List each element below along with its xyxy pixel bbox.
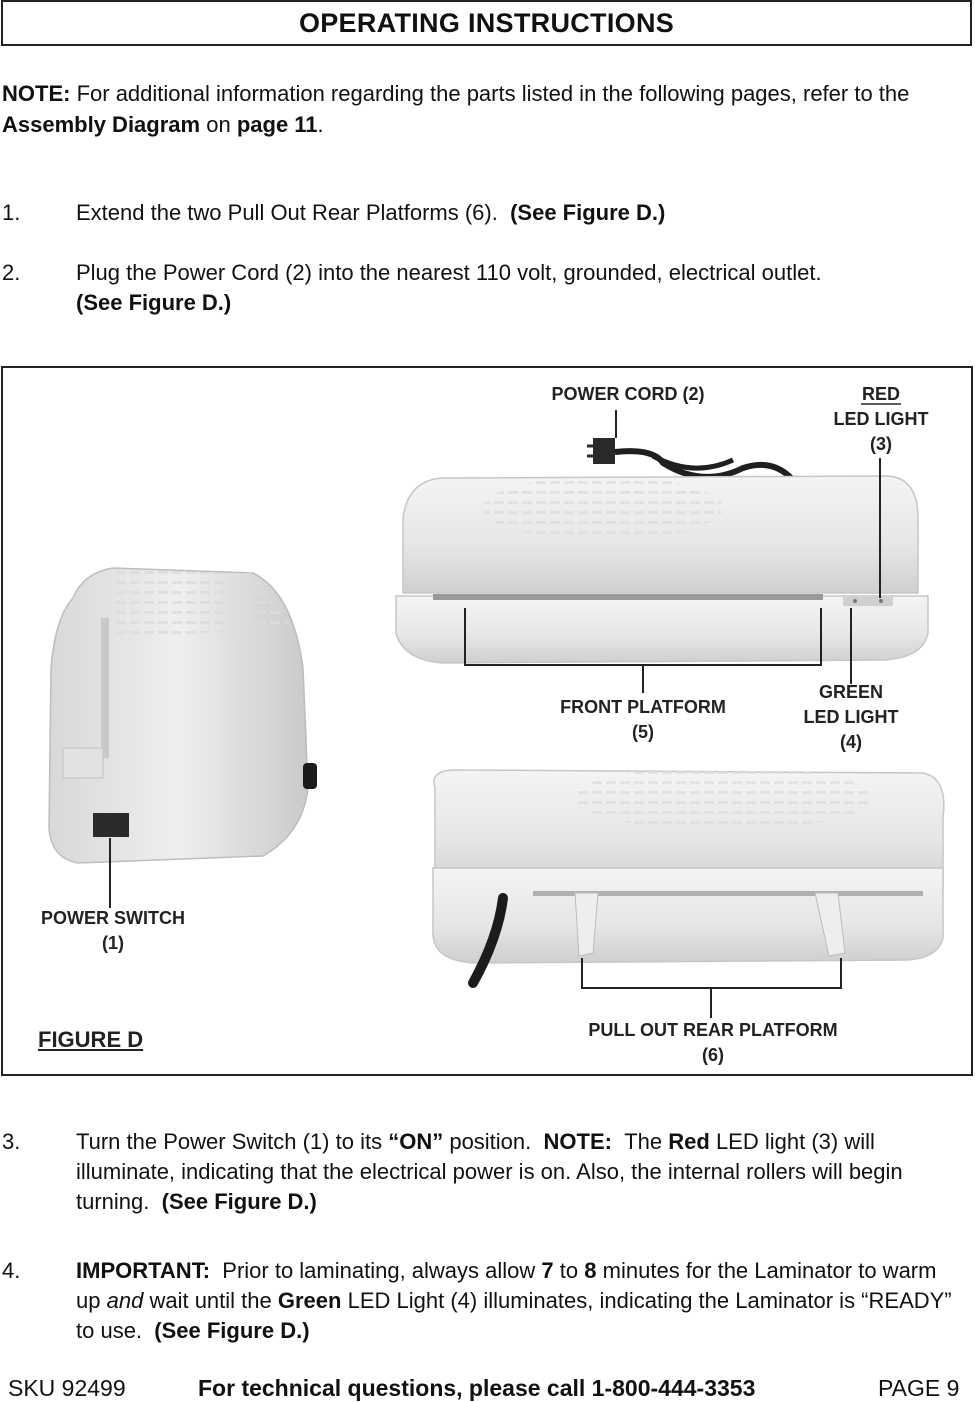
label-text: (1) (102, 933, 124, 953)
label-red-led: RED LED LIGHT (3) (821, 382, 941, 457)
note-bold-assembly: Assembly Diagram (2, 112, 201, 137)
step-body: Extend the two Pull Out Rear Platforms (… (76, 198, 956, 228)
step-note-label: NOTE: (543, 1129, 612, 1154)
step-text: to (559, 1258, 579, 1283)
footer-tech-support: For technical questions, please call 1-8… (198, 1375, 756, 1401)
label-text: (6) (702, 1045, 724, 1065)
label-text: GREEN (818, 682, 883, 702)
note-text-a: For additional information regarding the… (76, 81, 910, 106)
figure-d: POWER CORD (2) RED LED LIGHT (3) FRONT P… (1, 366, 973, 1076)
label-text: RED (861, 384, 900, 404)
label-text: FRONT PLATFORM (560, 697, 726, 717)
label-text: (5) (632, 722, 654, 742)
step-text: minutes for the Laminator to warm up (76, 1258, 937, 1313)
note-paragraph: NOTE: For additional information regardi… (2, 78, 970, 140)
step-figure-ref: (See Figure D.) (161, 1189, 317, 1214)
power-cord-icon (587, 438, 796, 483)
step-text: LED light (3) will illuminate, indicatin… (76, 1129, 903, 1214)
label-power-cord: POWER CORD (2) (523, 382, 733, 407)
note-bold-page: page 11 (236, 112, 318, 137)
step-important-label: IMPORTANT: (76, 1258, 211, 1283)
step-number: 4. (2, 1258, 21, 1283)
step-text: The (624, 1129, 663, 1154)
step-body: Turn the Power Switch (1) to its “ON” po… (76, 1127, 961, 1217)
footer-sku: SKU 92499 (8, 1375, 126, 1401)
step-bold-green: Green (277, 1288, 342, 1313)
label-green-led: GREEN LED LIGHT (4) (791, 680, 911, 755)
step-number: 2. (2, 260, 21, 285)
label-rear-platform: PULL OUT REAR PLATFORM (6) (558, 1018, 868, 1068)
step-bold-seven: 7 (541, 1258, 554, 1283)
label-text: POWER CORD (2) (551, 384, 705, 404)
step-number: 3. (2, 1129, 21, 1154)
page-title: OPERATING INSTRUCTIONS (298, 7, 675, 38)
label-text: LED LIGHT (803, 707, 899, 727)
step-italic-and: and (106, 1288, 144, 1313)
label-text: (3) (870, 434, 892, 454)
step-body: IMPORTANT: Prior to laminating, always a… (76, 1256, 961, 1346)
label-text: (4) (840, 732, 862, 752)
footer-page-number: PAGE 9 (878, 1375, 960, 1401)
step-text: Extend the two Pull Out Rear Platforms (… (76, 200, 498, 225)
note-text-b: on (206, 112, 231, 137)
note-text-c: . (317, 112, 324, 137)
step-figure-ref: (See Figure D.) (510, 200, 666, 225)
step-text: wait until the (149, 1288, 272, 1313)
label-power-switch: POWER SWITCH (1) (18, 906, 208, 956)
label-text: POWER SWITCH (41, 908, 185, 928)
front-view-laminator (395, 475, 929, 664)
step-bold-eight: 8 (584, 1258, 597, 1283)
power-switch-icon (93, 813, 129, 837)
label-text: LED LIGHT (833, 409, 929, 429)
step-number: 1. (2, 200, 21, 225)
step-bold-on: “ON” (388, 1129, 444, 1154)
step-text: Prior to laminating, always allow (222, 1258, 536, 1283)
note-label: NOTE: (2, 81, 71, 106)
step-bold-red: Red (668, 1129, 710, 1154)
label-text: PULL OUT REAR PLATFORM (588, 1020, 838, 1040)
step-text: LED Light (4) illuminates, indicating th… (76, 1288, 952, 1343)
rear-view-laminator (432, 766, 945, 988)
leader-lines (109, 410, 881, 1018)
step-text: position. (449, 1129, 532, 1154)
step-text: Turn the Power Switch (1) to its (76, 1129, 383, 1154)
label-front-platform: FRONT PLATFORM (5) (538, 695, 748, 745)
laminator-illustration (48, 403, 945, 1018)
page-header: OPERATING INSTRUCTIONS (1, 0, 972, 46)
side-view-laminator (48, 567, 317, 864)
figure-caption: FIGURE D (38, 1027, 144, 1052)
step-body: Plug the Power Cord (2) into the nearest… (76, 258, 956, 318)
step-figure-ref: (See Figure D.) (154, 1318, 310, 1343)
step-text: Plug the Power Cord (2) into the nearest… (76, 260, 822, 285)
step-figure-ref: (See Figure D.) (76, 290, 232, 315)
page-footer: SKU 92499 For technical questions, pleas… (0, 1372, 975, 1402)
